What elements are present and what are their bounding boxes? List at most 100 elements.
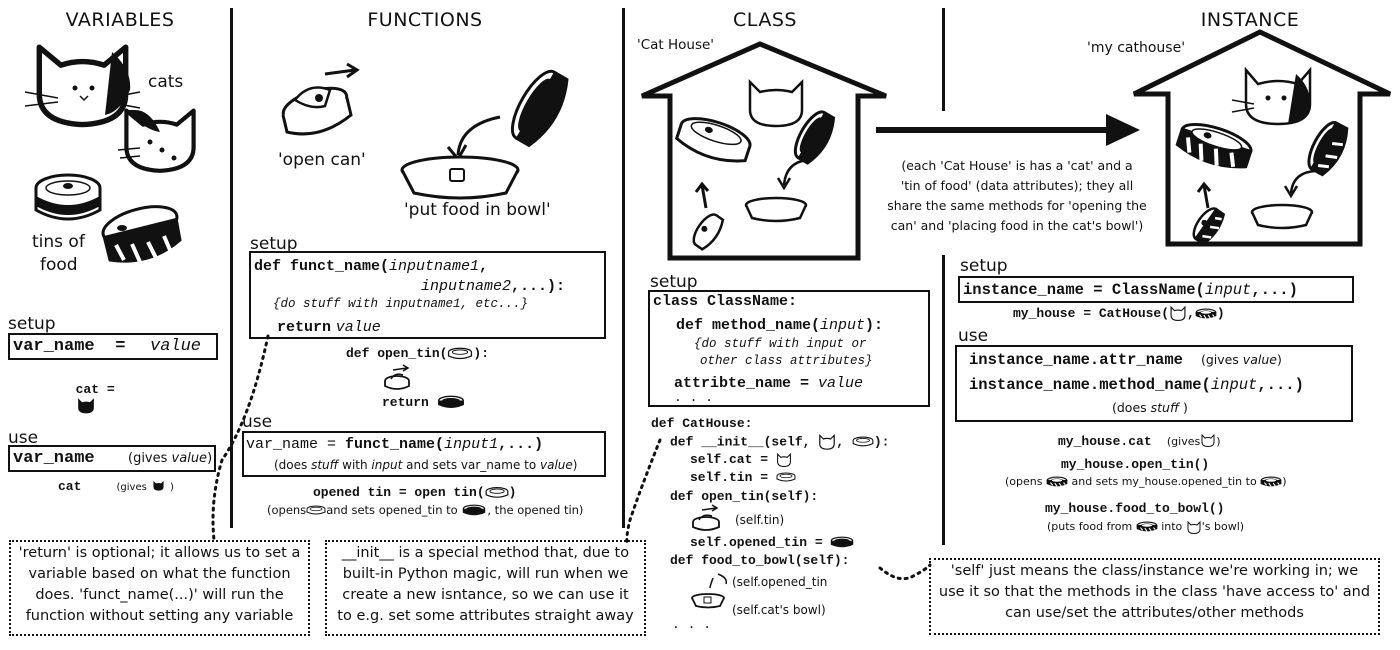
use-example-gives: (gives (116, 482, 147, 493)
class-house-label: 'Cat House' (637, 37, 715, 53)
init-def-sep: , (836, 434, 845, 450)
class-to-instance-arrow (876, 114, 1140, 146)
self-opened-tin-line: self.opened_tin = (690, 535, 854, 550)
instance-use-note-2: ) (1179, 400, 1188, 415)
open-tin-note-3: ) (1282, 475, 1287, 488)
cathouse-def: def CatHouse: (651, 416, 753, 431)
func-use-note-value: value (540, 458, 573, 472)
instance-setup-box: instance_name = ClassName(input,...) (958, 276, 1354, 303)
open-tin-method: def open_tin(self): (670, 489, 819, 504)
func-use-call: funct_name( (345, 436, 445, 453)
func-def-body: {do stuff with inputname1, etc...} (273, 297, 529, 311)
my-house-open-tin-note: (opens and sets my_house.opened_tin to ) (1005, 475, 1287, 488)
my-house-cat-code: my_house.cat (1058, 434, 1152, 449)
func-use-note-stuff: stuff (311, 458, 339, 472)
class-line4: other class attributes} (700, 354, 873, 368)
class-house-illustration (640, 41, 887, 261)
open-can-label: 'open can' (278, 150, 366, 170)
instance-use-attr-note-close: ) (1276, 352, 1282, 367)
func-use-note-4: ) (572, 458, 578, 472)
class-line2-tail: ): (865, 317, 884, 334)
class-line2: def method_name(input): (676, 315, 883, 334)
variables-use-box: var_name (gives value) (8, 445, 216, 472)
opened-tin-note-1: (opens (267, 503, 307, 517)
func-def-return: return value (277, 317, 381, 336)
use-example-code: cat (58, 479, 82, 494)
instance-use-method-arg: input (1210, 376, 1258, 394)
self-note-box: 'self' just means the class/instance we'… (929, 558, 1380, 635)
divider-2 (622, 8, 625, 528)
use-example-close: ) (170, 482, 174, 493)
opened-tin-call: opened tin = open tin() (313, 485, 516, 500)
my-house-food-to-bowl: my_house.food_to_bowl() (1045, 501, 1225, 516)
func-use-note-1: (does (274, 458, 312, 472)
init-note-box: __init__ is a special method that, due t… (325, 540, 646, 636)
instance-use-attr-note-val: value (1242, 352, 1277, 367)
instance-use-box: instance_name.attr_name (gives value) ins… (955, 345, 1353, 422)
instance-use-line3: (does stuff ) (1112, 400, 1188, 415)
func-use-note-2: with (338, 458, 372, 472)
functions-use-box: var_name = funct_name(input1,...) (does … (242, 431, 606, 477)
func-use-line: var_name = funct_name(input1,...) (246, 434, 543, 453)
my-house-setup-sep: , (1187, 306, 1195, 321)
my-house-cat-note: (gives (1166, 435, 1201, 448)
self-cat-text: self.cat = (690, 452, 776, 467)
variables-setup-example: cat = (60, 367, 122, 414)
functions-setup-box: def funct_name(inputname1, inputname2,..… (249, 251, 606, 339)
class-line1: class ClassName: (653, 293, 798, 310)
func-def-arg2: inputname2 (421, 278, 512, 295)
functions-setup-label: setup (250, 234, 298, 254)
food-note-1: (puts food from (1047, 520, 1133, 533)
func-use-note: (does stuff with input and sets var_name… (274, 458, 577, 472)
instance-house-illustration (1132, 29, 1392, 247)
open-tin-return-text: return (382, 395, 429, 410)
self-note-text: 'self' just means the class/instance we'… (938, 563, 1371, 621)
open-tin-def-text: def open_tin( (346, 346, 448, 361)
return-note-text: 'return' is optional; it allows us to se… (18, 545, 301, 624)
opening-tin-icon-2 (692, 504, 720, 531)
init-def: def __init__(self, , ): (670, 434, 889, 450)
func-def-line1: def funct_name(inputname1, (254, 256, 488, 275)
return-note-box: 'return' is optional; it allows us to se… (9, 540, 310, 636)
class-line2-kw: def method_name( (676, 317, 821, 334)
self-cat-line: self.cat = (690, 452, 792, 467)
instance-use-attr: instance_name.attr_name (969, 351, 1183, 369)
use-gives-value: value (171, 451, 208, 466)
class-line5-val: value (818, 375, 864, 392)
opened-tin-call-text: opened tin = open tin( (313, 485, 485, 500)
instance-setup-label: setup (960, 256, 1008, 276)
instance-use-note-1: (does (1112, 400, 1151, 415)
arrow-note: (each 'Cat House' is has a 'cat' and a '… (857, 156, 1177, 236)
divider-1 (230, 8, 233, 528)
init-def-text: def __init__(self, (670, 434, 811, 450)
bowl-icon (691, 573, 728, 609)
class-setup-label: setup (650, 272, 698, 292)
my-house-setup: my_house = CatHouse(,) (1013, 306, 1225, 322)
use-var-name: var_name (13, 449, 95, 468)
setup-var-name: var_name (13, 337, 95, 356)
class-line2-arg: input (820, 317, 866, 334)
class-line5: attribte_name = value (674, 373, 863, 392)
my-house-open-tin: my_house.open_tin() (1061, 457, 1210, 472)
self-opened-tin-note: (self.opened_tin (732, 575, 828, 589)
use-gives: (gives value) (128, 451, 212, 466)
heading-variables: VARIABLES (65, 9, 175, 31)
open-can-illustration (281, 62, 360, 136)
cats-label: cats (148, 72, 184, 92)
setup-example-text: cat = (75, 382, 123, 397)
my-house-cat-close: ) (1216, 435, 1221, 448)
opened-tin-note-3: , the opened tin) (487, 503, 584, 517)
instance-use-attr-note: (gives (1200, 352, 1243, 367)
instance-use-line2: instance_name.method_name(input,...) (969, 375, 1304, 394)
divider-3 (942, 8, 945, 111)
func-use-note-input: input (371, 458, 403, 472)
heading-functions: FUNCTIONS (367, 9, 483, 31)
heading-instance: INSTANCE (1200, 9, 1300, 31)
instance-setup-line: instance_name = ClassName(input,...) (963, 280, 1298, 299)
open-tin-note-1: (opens (1005, 475, 1043, 488)
instance-setup-code: instance_name = ClassName( (963, 281, 1205, 299)
my-house-cat: my_house.cat (gives) (1058, 430, 1221, 449)
put-food-illustration (400, 69, 569, 200)
